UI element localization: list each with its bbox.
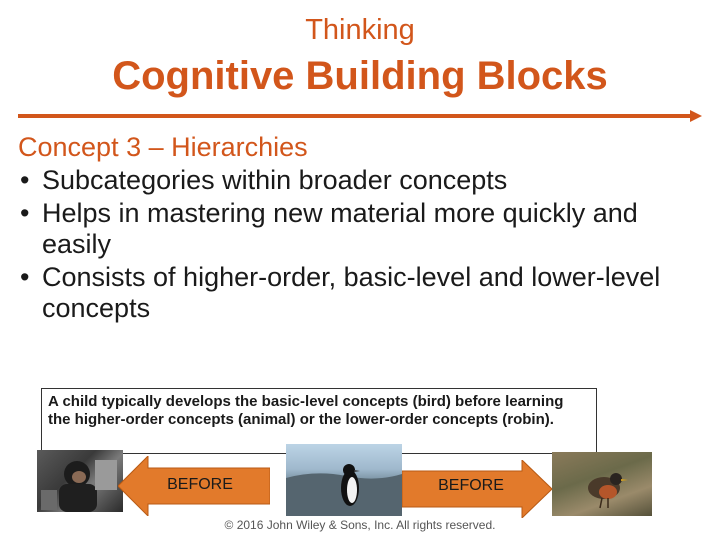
bullet-item: • Helps in mastering new material more qu… (18, 198, 698, 260)
bullet-dot: • (20, 198, 30, 228)
animal-photo (37, 450, 123, 512)
bullet-dot: • (20, 262, 30, 292)
arrow-label: BEFORE (167, 476, 233, 493)
arrow-label: BEFORE (438, 477, 504, 494)
slide-supertitle: Thinking (305, 14, 415, 46)
chimp-illustration (41, 460, 117, 512)
slide-title: Cognitive Building Blocks (112, 54, 608, 98)
bullet-text: Helps in mastering new material more qui… (42, 198, 638, 259)
copyright-notice: © 2016 John Wiley & Sons, Inc. All right… (224, 518, 496, 532)
bullet-list: • Subcategories within broader concepts •… (18, 165, 698, 324)
bird-photo (286, 444, 402, 516)
right-arrow-icon (401, 458, 553, 520)
before-arrow-left: BEFORE (117, 454, 271, 518)
bullet-item: • Subcategories within broader concepts (18, 165, 698, 196)
callout-box: A child typically develops the basic-lev… (41, 388, 597, 454)
bullet-text: Consists of higher-order, basic-level an… (42, 262, 661, 323)
bullet-item: • Consists of higher-order, basic-level a… (18, 262, 698, 324)
bullet-text: Subcategories within broader concepts (42, 165, 508, 195)
robin-illustration (588, 473, 628, 509)
concept-heading: Concept 3 – Hierarchies (18, 132, 308, 162)
robin-photo (552, 452, 652, 516)
penguin-illustration (286, 464, 402, 516)
before-arrow-right: BEFORE (401, 458, 553, 520)
bullet-dot: • (20, 165, 30, 195)
title-divider-arrow (18, 110, 702, 122)
slide-body: Concept 3 – Hierarchies • Subcategories w… (18, 132, 698, 326)
